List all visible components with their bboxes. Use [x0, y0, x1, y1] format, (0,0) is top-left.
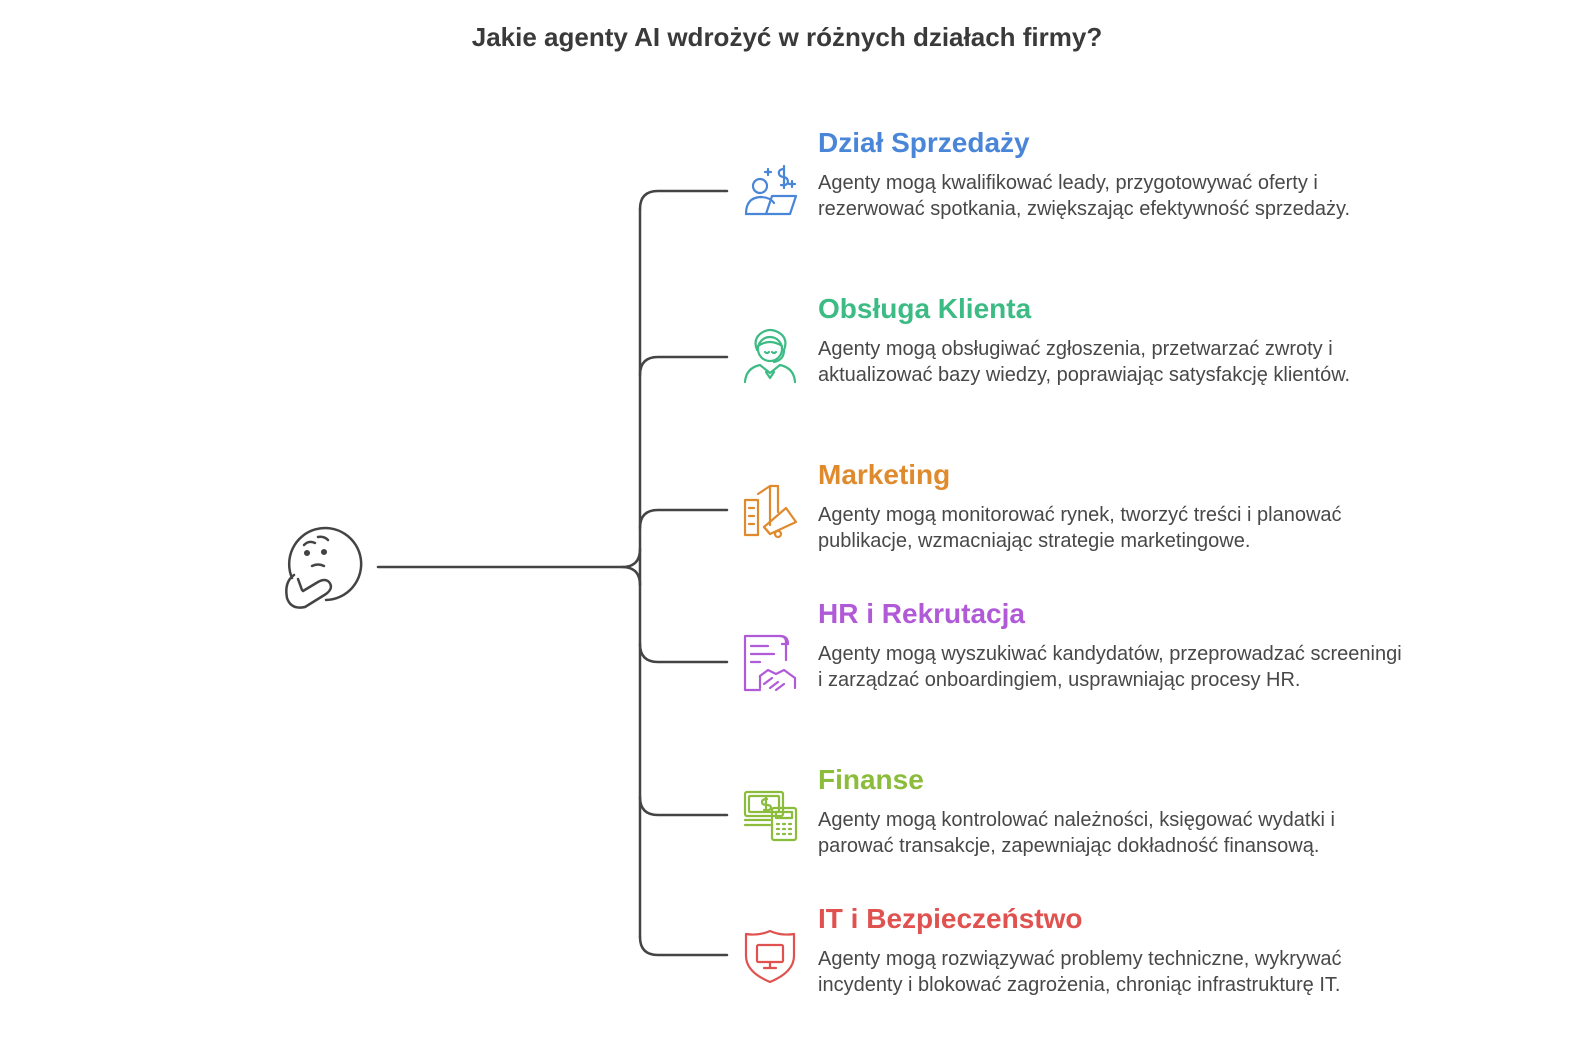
branch-connector-5 — [638, 795, 729, 817]
branch-description: Agenty mogą kontrolować należności, księ… — [818, 809, 1335, 857]
branch-marketing: Marketing Agenty mogą monitorować rynek,… — [818, 458, 1418, 554]
branch-title: Dział Sprzedaży — [818, 127, 1030, 158]
contract-handshake-icon — [743, 634, 797, 692]
megaphone-building-icon — [743, 484, 798, 539]
branch-title: Obsługa Klienta — [818, 293, 1032, 324]
branch-connector-1 — [638, 189, 729, 211]
salesperson-laptop-icon — [744, 164, 798, 216]
branch-title: Marketing — [818, 459, 951, 490]
branch-description: Agenty mogą obsługiwać zgłoszenia, przet… — [818, 338, 1351, 386]
branch-connector-3 — [638, 508, 729, 530]
branch-description: Agenty mogą rozwiązywać problemy technic… — [818, 948, 1342, 996]
branch-connector-6 — [638, 935, 729, 957]
branch-finance: Finanse Agenty mogą kontrolować należnoś… — [818, 763, 1418, 859]
root-stem-lower — [620, 565, 642, 587]
branch-title: Finanse — [818, 764, 924, 795]
branch-title: HR i Rekrutacja — [818, 598, 1025, 629]
money-calculator-icon — [743, 790, 798, 842]
branch-connector-2 — [638, 355, 729, 377]
branch-hr: HR i Rekrutacja Agenty mogą wyszukiwać k… — [818, 597, 1418, 693]
branch-connector-4 — [638, 642, 729, 664]
branch-title: IT i Bezpieczeństwo — [818, 903, 1083, 934]
branch-sales: Dział Sprzedaży Agenty mogą kwalifikować… — [818, 126, 1418, 222]
branch-description: Agenty mogą monitorować rynek, tworzyć t… — [818, 504, 1342, 552]
root-stem — [376, 547, 642, 569]
branch-description: Agenty mogą wyszukiwać kandydatów, przep… — [818, 643, 1402, 691]
customer-service-agent-icon — [743, 328, 797, 384]
branch-it-security: IT i Bezpieczeństwo Agenty mogą rozwiązy… — [818, 902, 1418, 998]
diagram-title: Jakie agenty AI wdrożyć w różnych działa… — [471, 22, 1103, 52]
shield-monitor-icon — [744, 929, 796, 984]
branch-customer-service: Obsługa Klienta Agenty mogą obsługiwać z… — [818, 292, 1418, 388]
thinking-face-icon — [285, 526, 363, 609]
branch-description: Agenty mogą kwalifikować leady, przygoto… — [818, 172, 1351, 220]
